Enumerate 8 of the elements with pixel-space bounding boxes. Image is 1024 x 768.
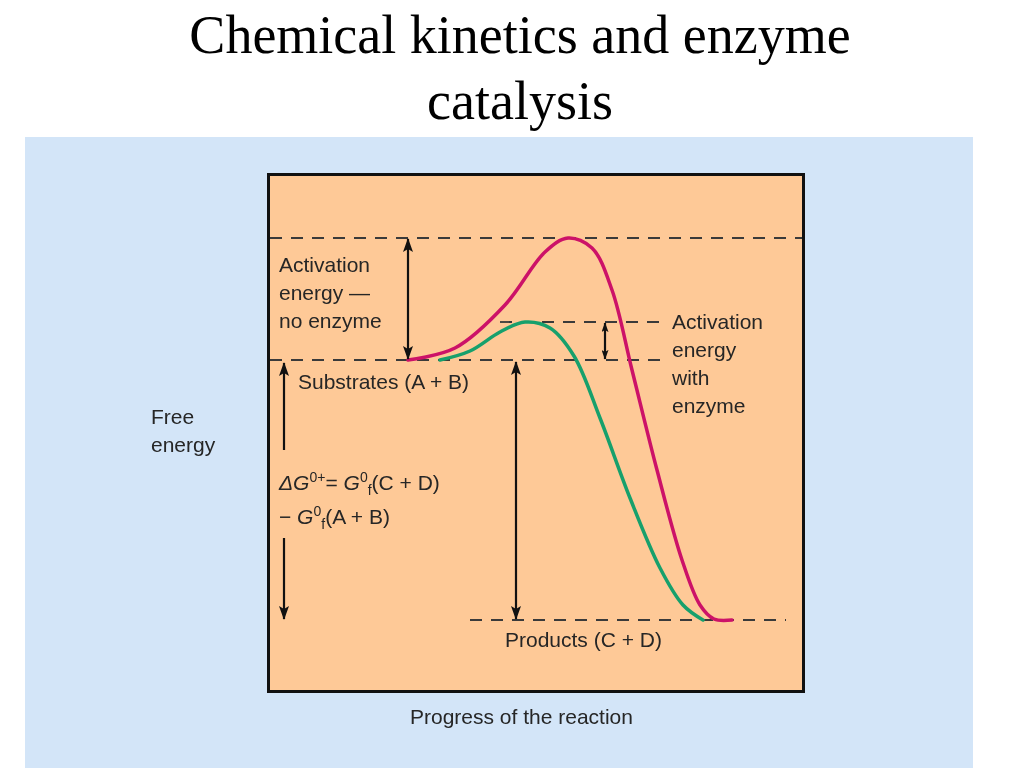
axis-title: Free energy xyxy=(151,404,217,458)
level-label: Products (C + D) xyxy=(505,627,662,653)
level-label: Substrates (A + B) xyxy=(298,369,469,395)
title: Chemical kinetics and enzyme catalysis xyxy=(188,4,852,133)
equation: ΔG$^{0}$$^{+}$= G$^{0}$$_{f}$(C + D) − G$^{0}$$_{f}$(A + B) xyxy=(279,468,441,534)
annotation: Activation energy with enzyme xyxy=(672,309,765,419)
annotation: Activation energy — no enzyme xyxy=(279,252,383,334)
axis-title: Progress of the reaction xyxy=(410,704,633,730)
